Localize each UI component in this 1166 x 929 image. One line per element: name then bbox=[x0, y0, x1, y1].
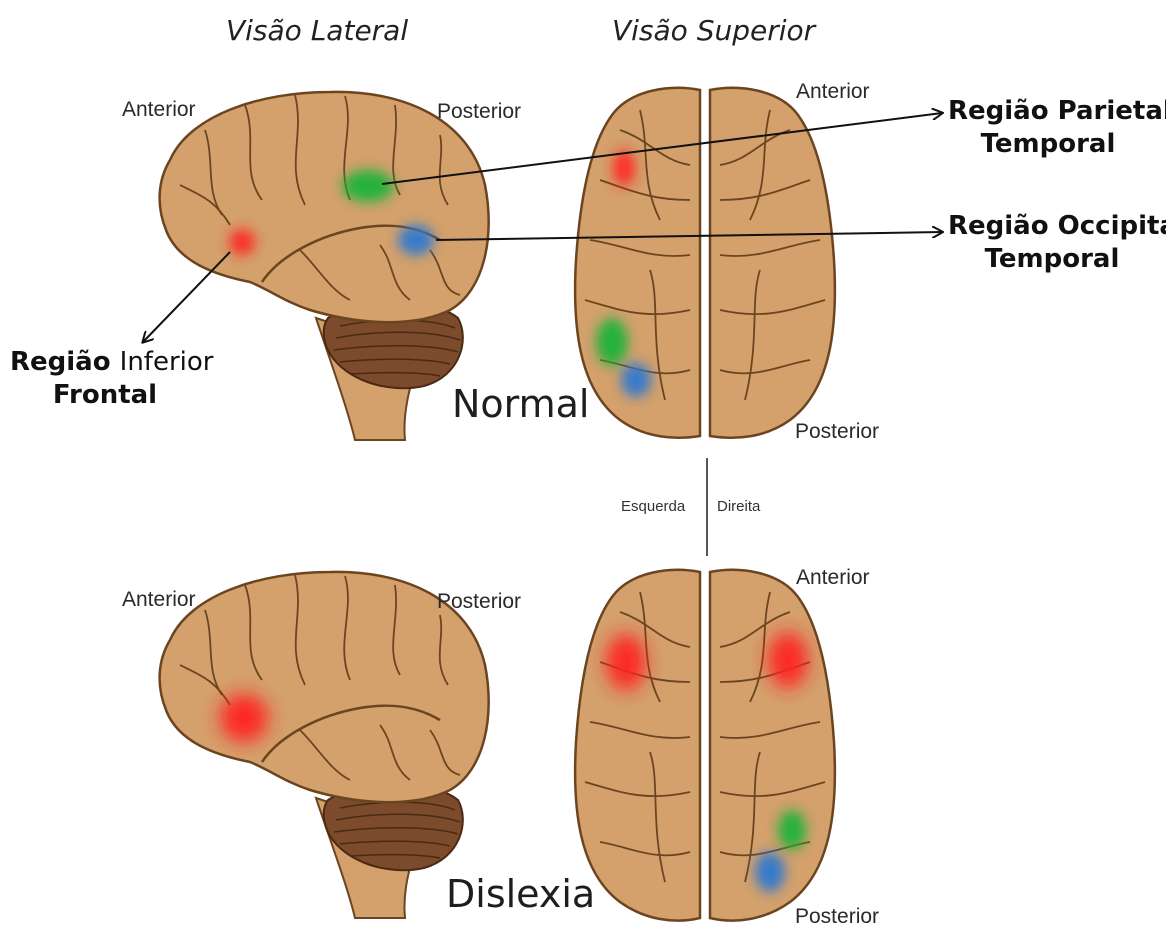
inferior-frontal-spot bbox=[229, 229, 255, 255]
label-normal: Normal bbox=[452, 382, 590, 426]
callout-inferior-word2: Inferior bbox=[120, 347, 214, 377]
label-left-hemisphere: Esquerda bbox=[621, 498, 685, 515]
lateral-brain-dyslexia bbox=[160, 572, 489, 918]
callout-occipital-temporal: Região Occipital Temporal bbox=[948, 210, 1156, 277]
inferior-frontal-arrow bbox=[143, 252, 230, 342]
label-posterior-superior-dyslexia: Posterior bbox=[795, 905, 879, 929]
callout-occipital-line2: Temporal bbox=[948, 243, 1156, 276]
superior-brain-normal bbox=[575, 88, 835, 438]
label-posterior-lateral-normal: Posterior bbox=[437, 100, 521, 124]
occipital-temporal-spot bbox=[398, 225, 434, 255]
parietal-temporal-spot bbox=[342, 170, 394, 202]
callout-parietal-line1: Região Parietal bbox=[948, 95, 1148, 128]
label-posterior-lateral-dyslexia: Posterior bbox=[437, 590, 521, 614]
callout-inferior-line2: Frontal bbox=[10, 379, 200, 412]
callout-parietal-temporal: Região Parietal Temporal bbox=[948, 95, 1148, 162]
callout-inferior-word1: Região bbox=[10, 347, 111, 377]
label-anterior-lateral-normal: Anterior bbox=[122, 98, 196, 122]
superior-brain-dyslexia bbox=[575, 570, 835, 921]
callout-occipital-line1: Região Occipital bbox=[948, 210, 1156, 243]
lateral-brain-normal bbox=[160, 92, 489, 440]
cerebrum bbox=[160, 92, 489, 322]
heading-superior-view: Visão Superior bbox=[612, 14, 815, 47]
label-anterior-superior-dyslexia: Anterior bbox=[796, 566, 870, 590]
heading-lateral-view: Visão Lateral bbox=[226, 14, 408, 47]
label-dyslexia: Dislexia bbox=[446, 872, 595, 916]
label-right-hemisphere: Direita bbox=[717, 498, 760, 515]
label-posterior-superior-normal: Posterior bbox=[795, 420, 879, 444]
label-anterior-lateral-dyslexia: Anterior bbox=[122, 588, 196, 612]
label-anterior-superior-normal: Anterior bbox=[796, 80, 870, 104]
callout-inferior-frontal: Região Inferior Frontal bbox=[10, 346, 200, 413]
callout-parietal-line2: Temporal bbox=[948, 128, 1148, 161]
inferior-frontal-spot-dyslexia bbox=[220, 694, 268, 742]
